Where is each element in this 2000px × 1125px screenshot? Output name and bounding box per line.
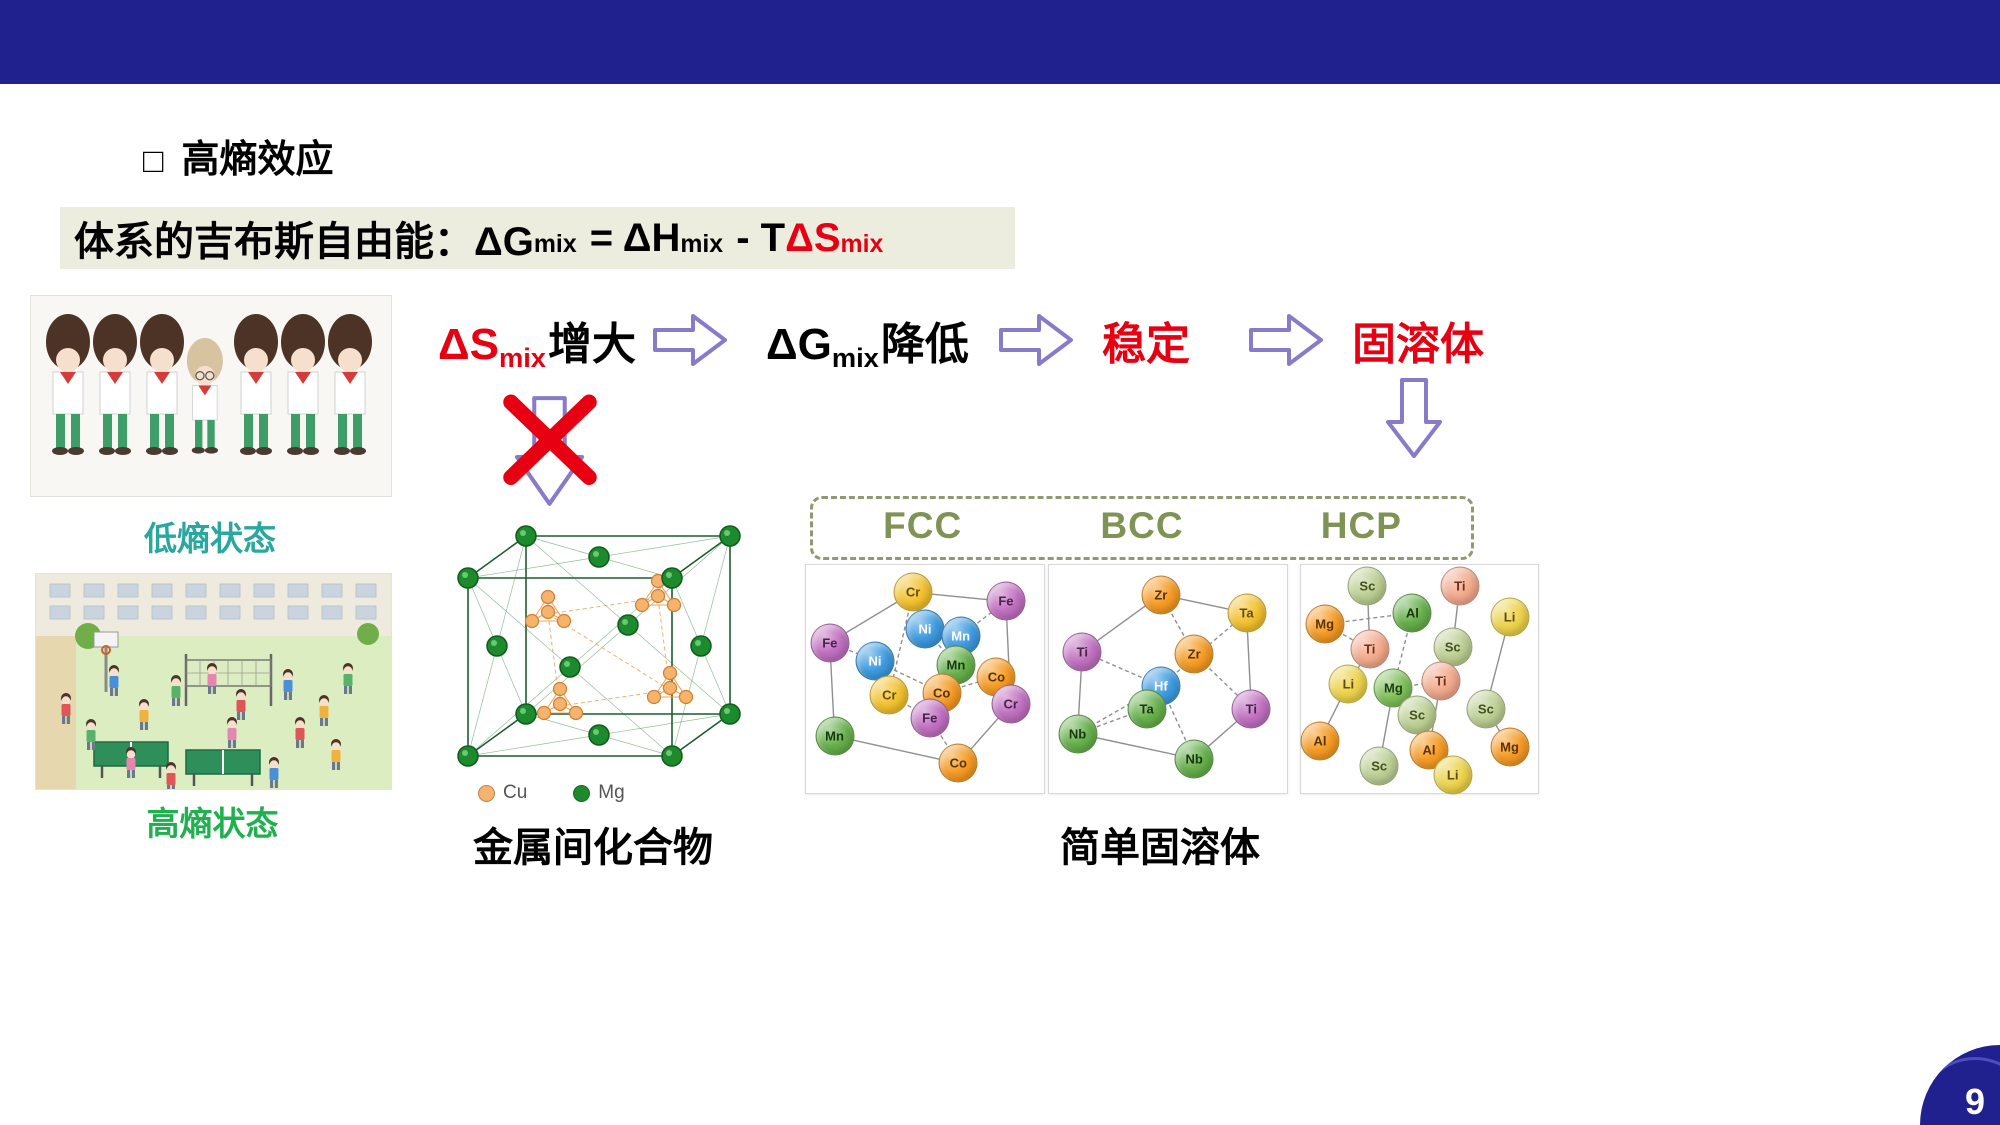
right-arrow-icon xyxy=(1249,314,1323,366)
page-title-text: 高熵效应 xyxy=(181,139,334,181)
atom-mg: Mg xyxy=(1305,604,1345,644)
legend-dot xyxy=(573,784,591,802)
formula-segment: 降低 xyxy=(880,320,969,369)
atom-li: Li xyxy=(1433,755,1473,795)
intermetallic-structure-illustration xyxy=(457,525,741,767)
right-arrow-icon xyxy=(999,314,1073,366)
atom-nb: Nb xyxy=(1174,739,1214,779)
structure-label-bcc: BCC xyxy=(1100,505,1184,546)
legend-label: Mg xyxy=(598,782,625,803)
atom-ti: Ti xyxy=(1350,629,1390,669)
flow-step-entropy-increase: ΔSmix增大 xyxy=(438,308,636,374)
atom-nb: Nb xyxy=(1058,714,1098,754)
legend-item-cu: Cu xyxy=(478,782,527,804)
atom-li: Li xyxy=(1490,597,1530,637)
atom-al: Al xyxy=(1392,593,1432,633)
formula-segment: ΔS xyxy=(785,215,841,260)
atom-zr: Zr xyxy=(1141,575,1181,615)
atom-zr: Zr xyxy=(1174,634,1214,674)
atom-cr: Cr xyxy=(991,684,1031,724)
low-entropy-illustration xyxy=(30,295,392,497)
formula-segment: 体系的吉布斯自由能：ΔG xyxy=(74,220,534,264)
low-entropy-caption: 低熵状态 xyxy=(144,520,276,557)
atom-fe: Fe xyxy=(910,698,950,738)
formula-segment: 固溶体 xyxy=(1352,320,1484,369)
structure-label-hcp: HCP xyxy=(1320,505,1402,546)
atom-sc: Sc xyxy=(1397,695,1437,735)
atom-fe: Fe xyxy=(986,581,1026,621)
formula-segment: ΔG xyxy=(766,320,832,369)
atom-sc: Sc xyxy=(1466,689,1506,729)
crystal-legend: Cu Mg xyxy=(478,782,625,804)
flow-step-stable: 稳定 xyxy=(1102,308,1190,372)
page-title: □ 高熵效应 xyxy=(143,128,334,183)
formula-segment: mix xyxy=(680,231,724,259)
formula-segment: mix xyxy=(533,231,577,259)
legend-item-mg: Mg xyxy=(573,782,625,804)
atom-ti: Ti xyxy=(1062,632,1102,672)
intermetallic-caption: 金属间化合物 xyxy=(473,826,713,870)
atom-ta: Ta xyxy=(1127,689,1167,729)
atom-al: Al xyxy=(1300,721,1340,761)
header-bar xyxy=(0,0,2000,84)
atom-co: Co xyxy=(938,743,978,783)
atom-li: Li xyxy=(1328,664,1368,704)
down-arrow-icon xyxy=(1386,378,1442,458)
atom-sc: Sc xyxy=(1359,746,1399,786)
cross-icon xyxy=(503,394,597,485)
formula-segment: ΔS xyxy=(438,320,499,369)
atom-sc: Sc xyxy=(1347,566,1387,606)
atom-ni: Ni xyxy=(855,641,895,681)
atom-ti: Ti xyxy=(1231,689,1271,729)
high-entropy-illustration xyxy=(35,573,392,790)
formula-segment: 增大 xyxy=(547,320,636,369)
atom-ti: Ti xyxy=(1421,661,1461,701)
structures-group-box: FCC BCC HCP xyxy=(810,496,1474,560)
page-number: 9 xyxy=(1964,1081,1985,1122)
atom-ni: Ni xyxy=(905,609,945,649)
flow-step-solid-solution: 固溶体 xyxy=(1352,308,1484,372)
structure-label-fcc: FCC xyxy=(883,505,963,546)
flow-step-gibbs-decrease: ΔGmix降低 xyxy=(766,308,969,374)
atom-mg: Mg xyxy=(1490,727,1530,767)
corner-arc xyxy=(1920,1057,2000,1125)
formula-segment: = ΔH xyxy=(578,215,681,260)
formula-segment: mix xyxy=(831,342,879,374)
formula-segment: mix xyxy=(840,231,884,259)
right-arrow-icon xyxy=(653,314,727,366)
square-bullet-icon: □ xyxy=(143,142,164,180)
legend-label: Cu xyxy=(503,782,528,803)
high-entropy-caption: 高熵状态 xyxy=(146,805,279,842)
page-corner: 9 xyxy=(1920,1045,2000,1125)
atom-cr: Cr xyxy=(893,572,933,612)
formula-segment: - T xyxy=(725,215,786,260)
formula-segment: 稳定 xyxy=(1102,320,1190,369)
atom-cr: Cr xyxy=(869,675,909,715)
atom-mn: Mn xyxy=(815,716,855,756)
solid-solution-caption: 简单固溶体 xyxy=(1060,826,1260,870)
atom-ti: Ti xyxy=(1440,566,1480,606)
formula-segment: mix xyxy=(498,342,546,374)
legend-dot xyxy=(478,784,495,802)
atom-fe: Fe xyxy=(810,623,850,663)
atom-sc: Sc xyxy=(1433,627,1473,667)
atom-ta: Ta xyxy=(1227,593,1267,633)
crossed-down-arrow-icon xyxy=(503,394,597,506)
